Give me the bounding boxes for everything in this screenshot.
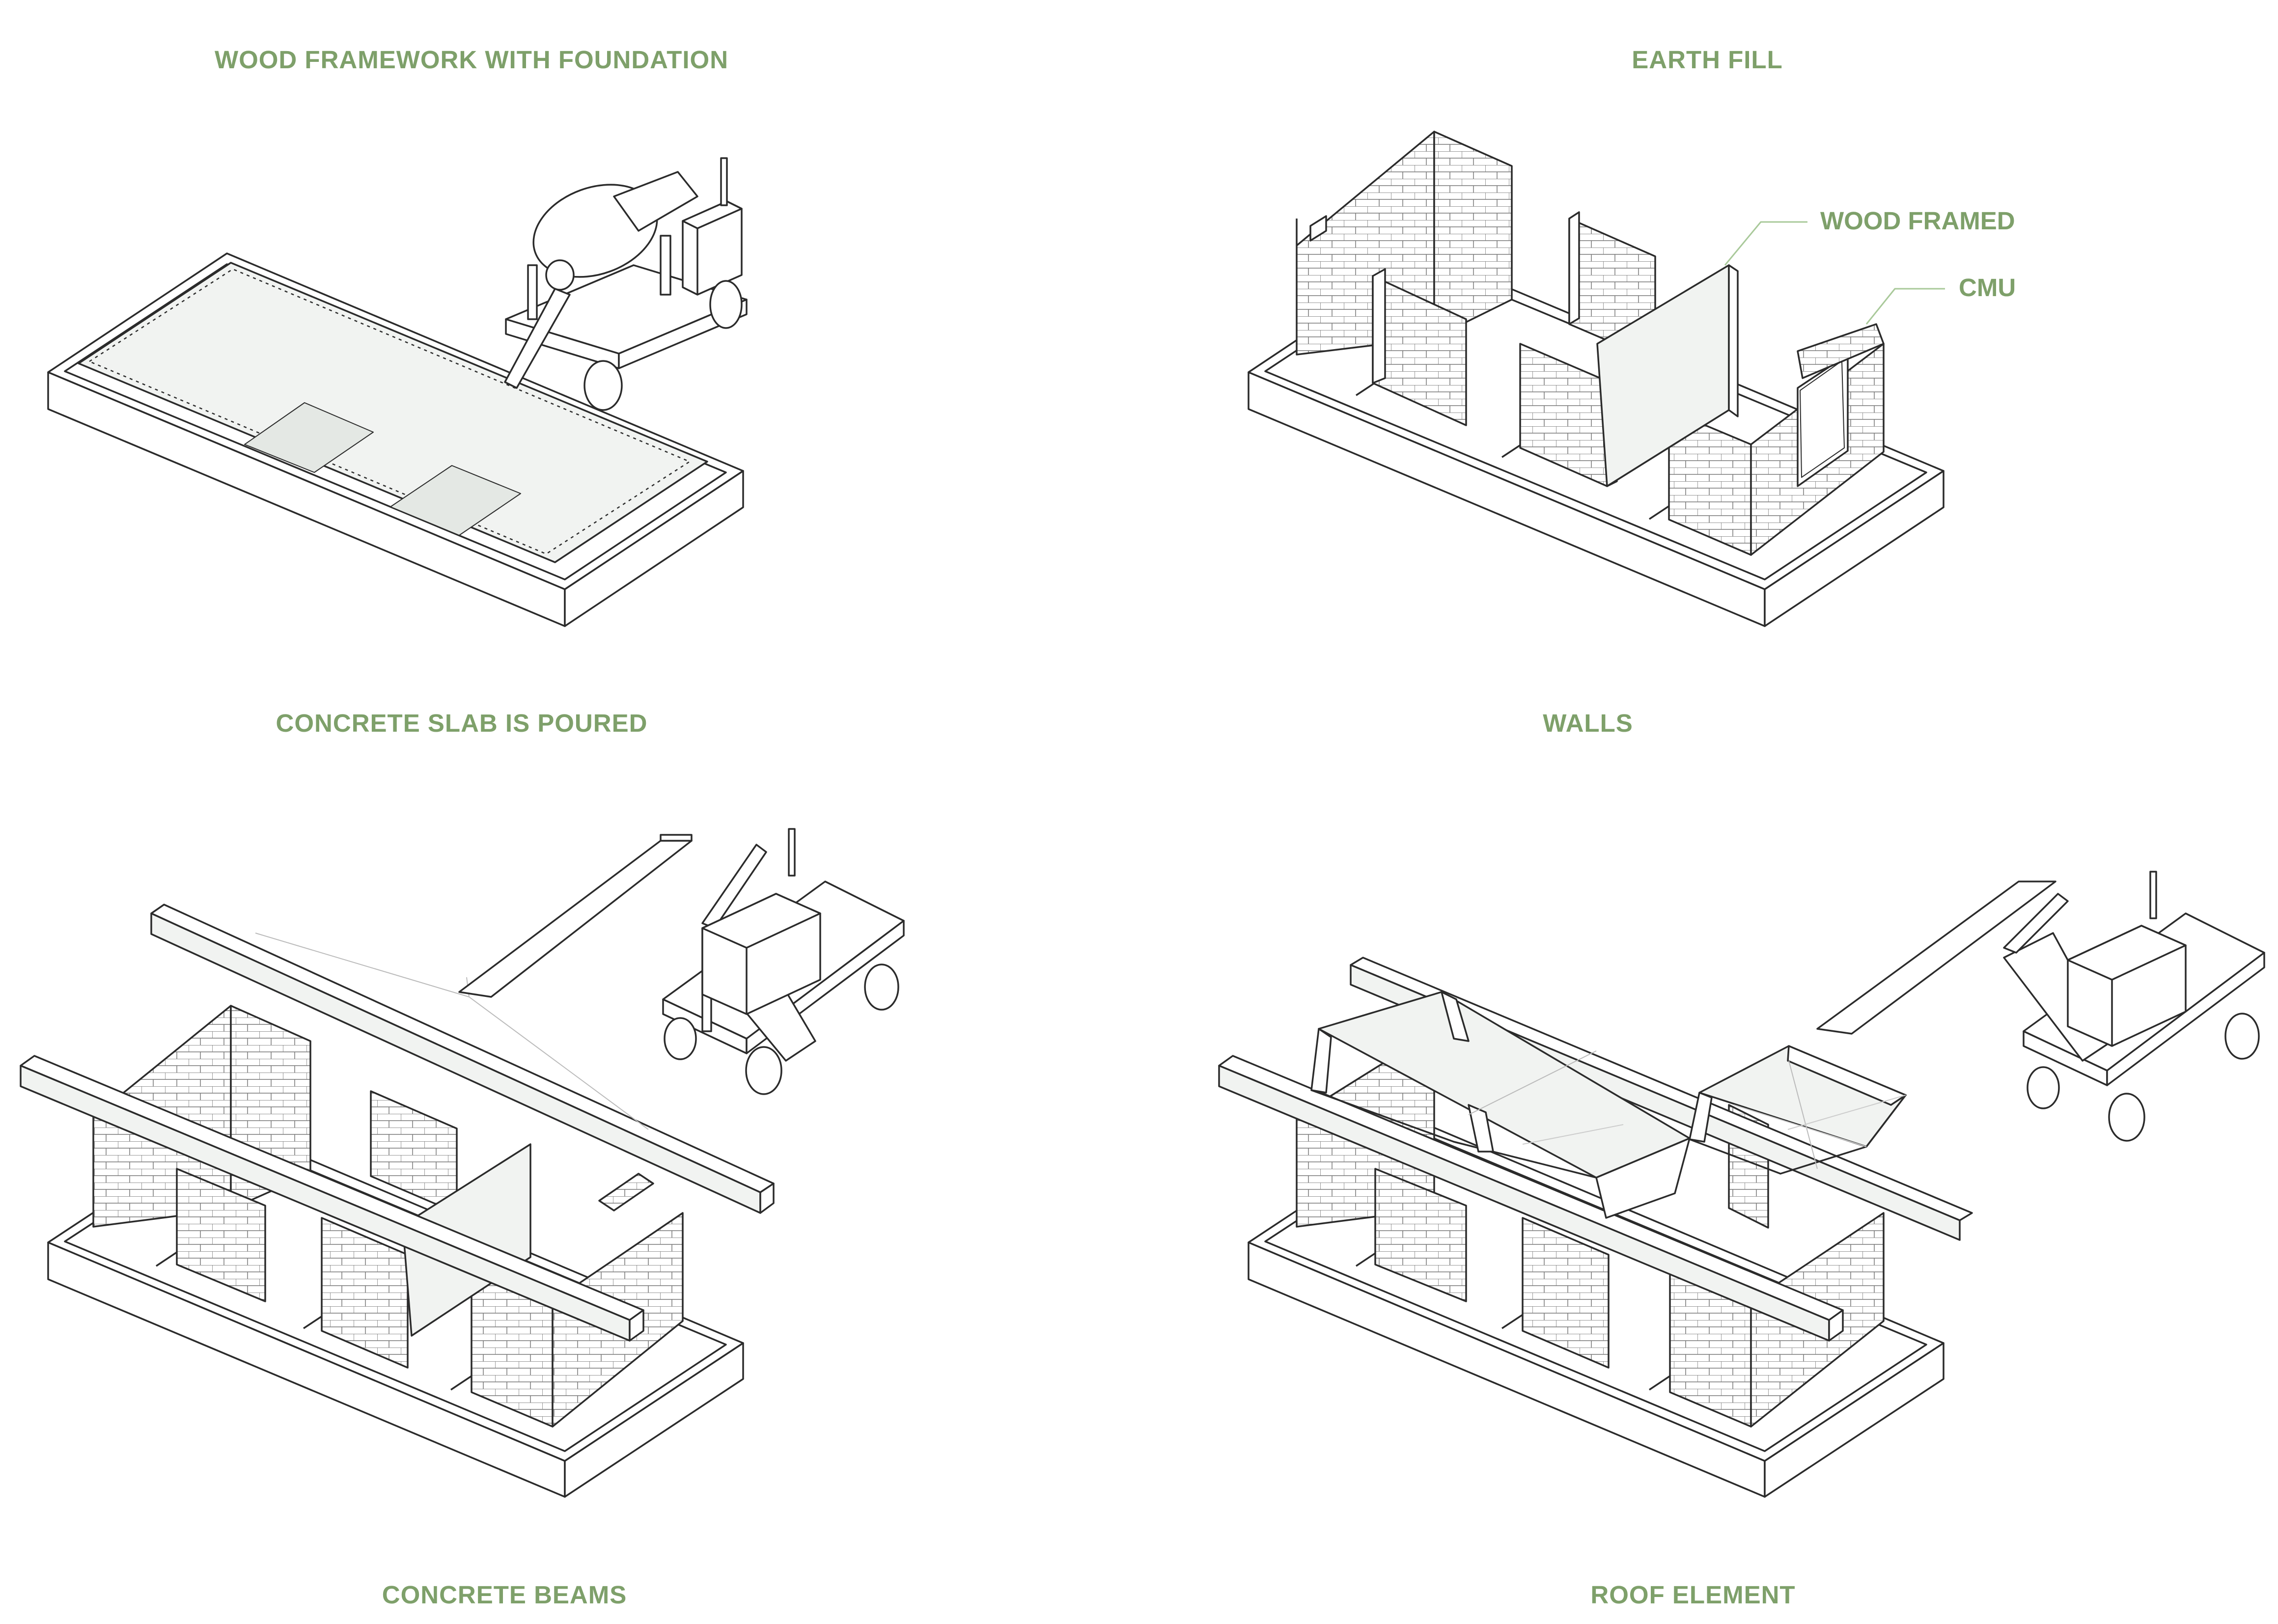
- cmu-walls: [1296, 131, 1885, 556]
- concrete-beam-front: [20, 1055, 644, 1342]
- callout-wood-framed: WOOD FRAMED: [1820, 207, 2015, 235]
- cement-mixer: [504, 157, 748, 411]
- panel-walls: [1248, 131, 1945, 627]
- panel-slab-pour: [47, 157, 748, 627]
- callout-cmu: CMU: [1959, 274, 2016, 302]
- concrete-beams: [1218, 957, 1973, 1342]
- crane: [458, 828, 905, 1095]
- caption-concrete-slab: CONCRETE SLAB IS POURED: [276, 709, 648, 737]
- wood-framed-wall: [1596, 264, 1739, 487]
- caption-concrete-beams: CONCRETE BEAMS: [382, 1581, 627, 1609]
- crane: [1816, 871, 2265, 1142]
- caption-earth-fill: EARTH FILL: [1632, 46, 1783, 74]
- callout-leaders: [1724, 221, 1945, 325]
- roof-element-right: [1689, 1045, 1907, 1175]
- roof-element-left: [1310, 991, 1691, 1219]
- caption-roof-element: ROOF ELEMENT: [1590, 1581, 1796, 1609]
- caption-walls: WALLS: [1543, 709, 1633, 737]
- concrete-beam-lifted: [150, 904, 775, 1214]
- panel-roof: [1218, 871, 2265, 1498]
- concrete-slab: [78, 262, 708, 563]
- caption-wood-framework: WOOD FRAMEWORK WITH FOUNDATION: [214, 46, 729, 74]
- panel-beams: [20, 828, 905, 1498]
